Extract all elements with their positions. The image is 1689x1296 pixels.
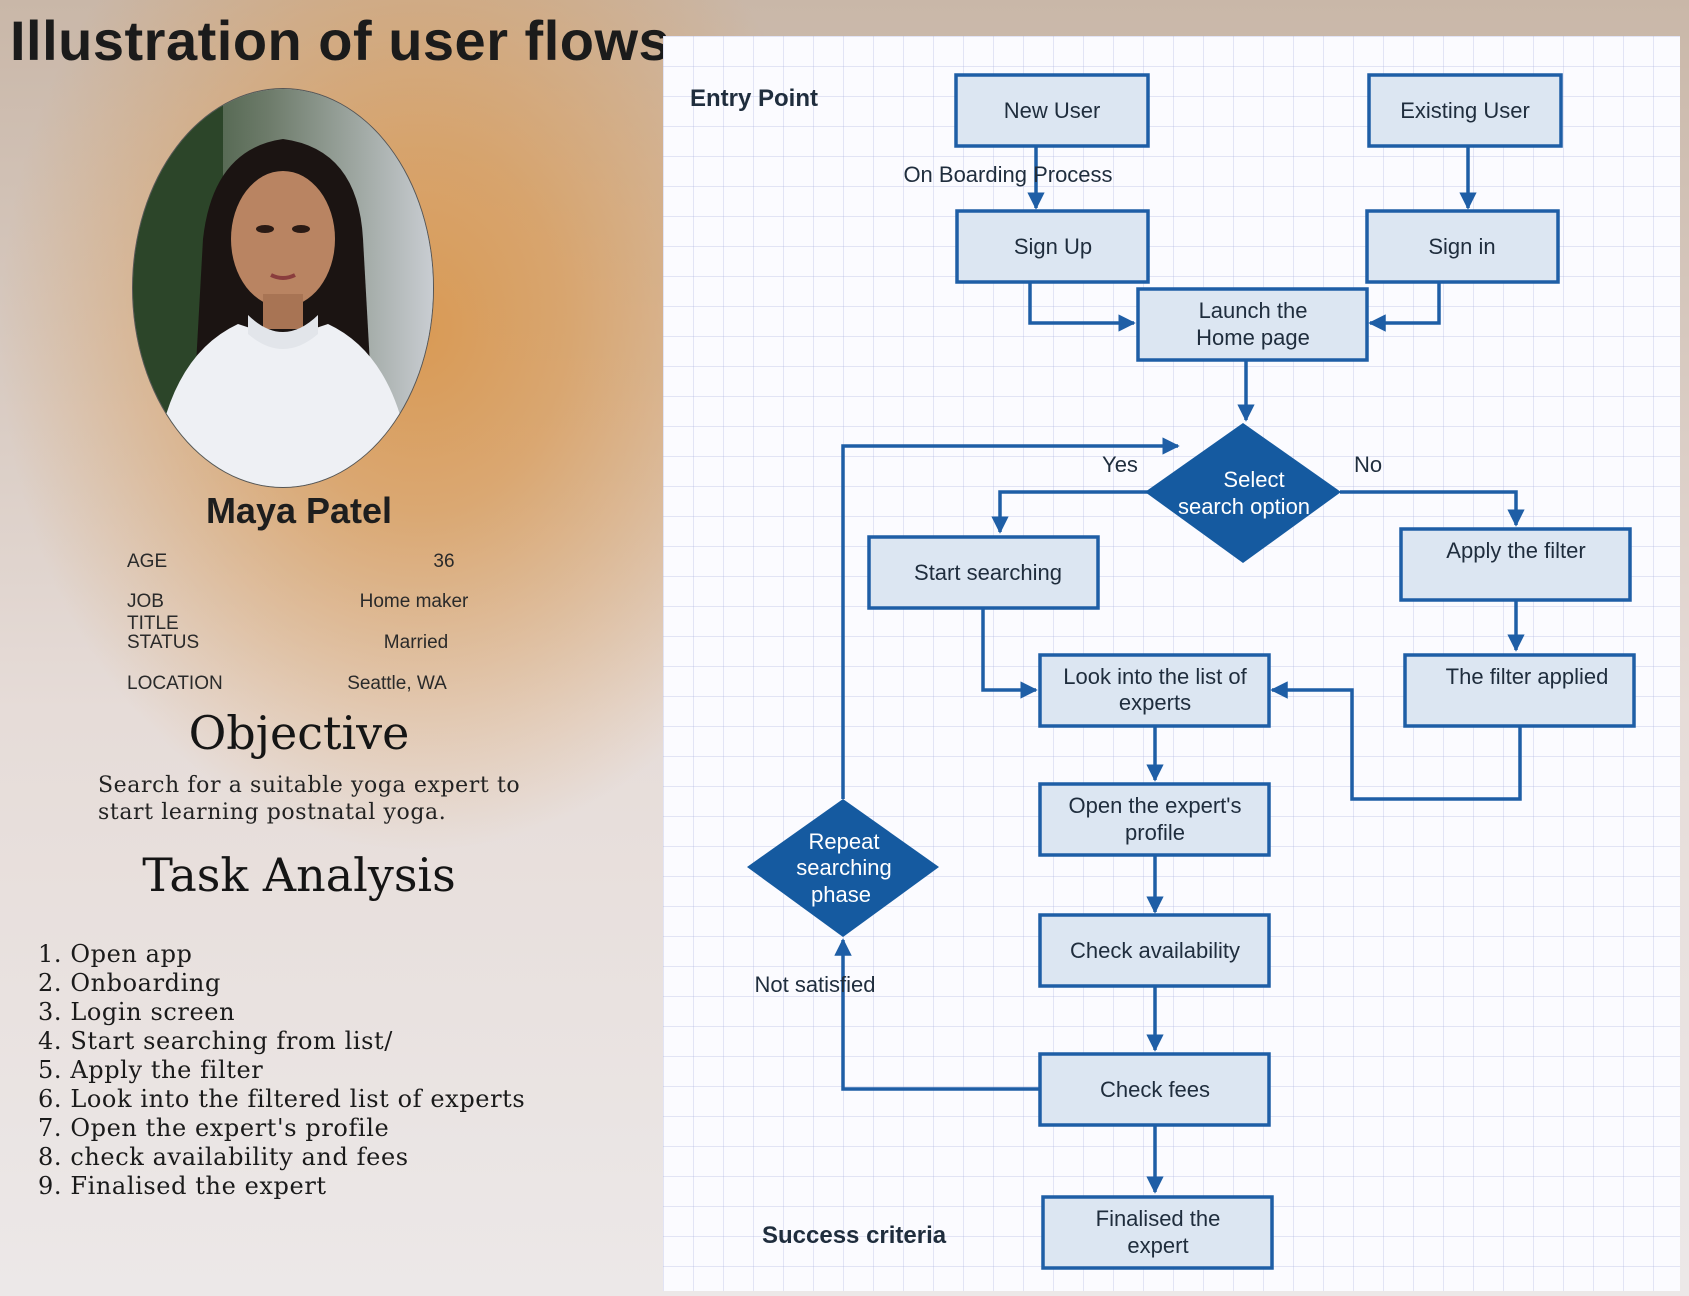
node-repeat-search-label: searching bbox=[796, 855, 891, 880]
node-filter-applied-label: The filter applied bbox=[1446, 664, 1609, 689]
info-value: Married bbox=[383, 632, 449, 653]
task-item: 5. Apply the filter bbox=[38, 1056, 264, 1084]
edge-label-onboarding: On Boarding Process bbox=[903, 162, 1112, 187]
node-sign-in-label: Sign in bbox=[1428, 234, 1495, 259]
page-title: Illustration of user flows bbox=[10, 9, 671, 72]
edge-applied-look bbox=[1270, 681, 1522, 801]
edge-signup-home bbox=[1028, 282, 1136, 332]
objective-text: Search for a suitable yoga expert to sta… bbox=[98, 772, 538, 826]
node-look-list-label: experts bbox=[1119, 690, 1191, 715]
node-sign-up bbox=[955, 209, 1150, 284]
node-select-search-label: Select bbox=[1223, 467, 1284, 492]
node-check-fees bbox=[1038, 1052, 1271, 1127]
node-sign-up-label: Sign Up bbox=[1014, 234, 1092, 259]
node-launch-home-label: Launch the bbox=[1199, 298, 1308, 323]
objective-heading: Objective bbox=[188, 706, 410, 760]
persona-name: Maya Patel bbox=[205, 490, 393, 531]
node-repeat-search bbox=[747, 799, 939, 937]
node-open-profile-label: profile bbox=[1125, 820, 1185, 845]
node-apply-filter bbox=[1399, 527, 1632, 602]
node-check-fees-label: Check fees bbox=[1100, 1077, 1210, 1102]
task-item: 4. Start searching from list/ bbox=[38, 1027, 393, 1055]
edge-start-look bbox=[981, 608, 1038, 699]
node-check-availability-label: Check availability bbox=[1070, 938, 1240, 963]
node-sign-in bbox=[1365, 209, 1560, 284]
edge-label-no: No bbox=[1354, 452, 1382, 477]
task-item: 1. Open app bbox=[38, 940, 193, 968]
task-analysis-heading: Task Analysis bbox=[142, 848, 456, 902]
node-open-profile bbox=[1038, 782, 1271, 857]
info-label: AGE bbox=[127, 551, 168, 572]
task-item: 6. Look into the filtered list of expert… bbox=[38, 1085, 526, 1113]
node-existing-user bbox=[1367, 73, 1563, 148]
info-value: Seattle, WA bbox=[347, 673, 447, 694]
objective-line: start learning postnatal yoga. bbox=[98, 800, 447, 825]
node-look-list-label: Look into the list of bbox=[1063, 664, 1247, 689]
task-list: 1. Open app 2. Onboarding 3. Login scree… bbox=[38, 940, 525, 1201]
node-look-list bbox=[1038, 653, 1271, 728]
info-label: LOCATION bbox=[127, 673, 223, 694]
node-start-searching-label: Start searching bbox=[914, 560, 1062, 585]
edge-label-not-satisfied: Not satisfied bbox=[754, 972, 875, 997]
node-finalised bbox=[1041, 1195, 1274, 1270]
edge-label-yes: Yes bbox=[1102, 452, 1138, 477]
node-filter-applied bbox=[1403, 653, 1636, 728]
node-launch-home-label: Home page bbox=[1196, 325, 1310, 350]
edge-select-filter bbox=[1340, 490, 1525, 527]
node-open-profile-label: Open the expert's bbox=[1069, 793, 1242, 818]
task-item: 7. Open the expert's profile bbox=[38, 1114, 390, 1142]
edge-repeat-select bbox=[841, 437, 1180, 799]
node-existing-user-label: Existing User bbox=[1400, 98, 1530, 123]
objective-line: Search for a suitable yoga expert to bbox=[98, 773, 521, 798]
edge-select-start bbox=[991, 490, 1150, 534]
node-select-search-label: search option bbox=[1178, 494, 1310, 519]
info-value: 36 bbox=[433, 551, 455, 572]
edge-signin-home bbox=[1368, 282, 1441, 332]
task-item: 3. Login screen bbox=[38, 998, 236, 1026]
info-value: Home maker bbox=[359, 591, 469, 612]
node-start-searching bbox=[867, 535, 1100, 610]
node-apply-filter-label: Apply the filter bbox=[1446, 538, 1585, 563]
info-label: JOB TITLE bbox=[127, 591, 179, 634]
info-label: STATUS bbox=[127, 632, 200, 653]
success-criteria-label: Success criteria bbox=[762, 1222, 947, 1249]
node-launch-home bbox=[1136, 287, 1369, 362]
node-select-search bbox=[1145, 423, 1341, 563]
node-finalised-label: Finalised the bbox=[1096, 1206, 1221, 1231]
node-check-availability bbox=[1038, 913, 1271, 988]
entry-point-label: Entry Point bbox=[690, 85, 818, 112]
task-item: 8. check availability and fees bbox=[38, 1143, 409, 1171]
node-repeat-search-label: phase bbox=[811, 882, 871, 907]
node-repeat-search-label: Repeat bbox=[809, 829, 880, 854]
node-new-user bbox=[954, 73, 1150, 148]
task-item: 2. Onboarding bbox=[38, 969, 221, 997]
edge-fees-repeat bbox=[834, 938, 1039, 1091]
task-item: 9. Finalised the expert bbox=[38, 1172, 327, 1200]
node-finalised-label: expert bbox=[1127, 1233, 1188, 1258]
node-new-user-label: New User bbox=[1004, 98, 1101, 123]
